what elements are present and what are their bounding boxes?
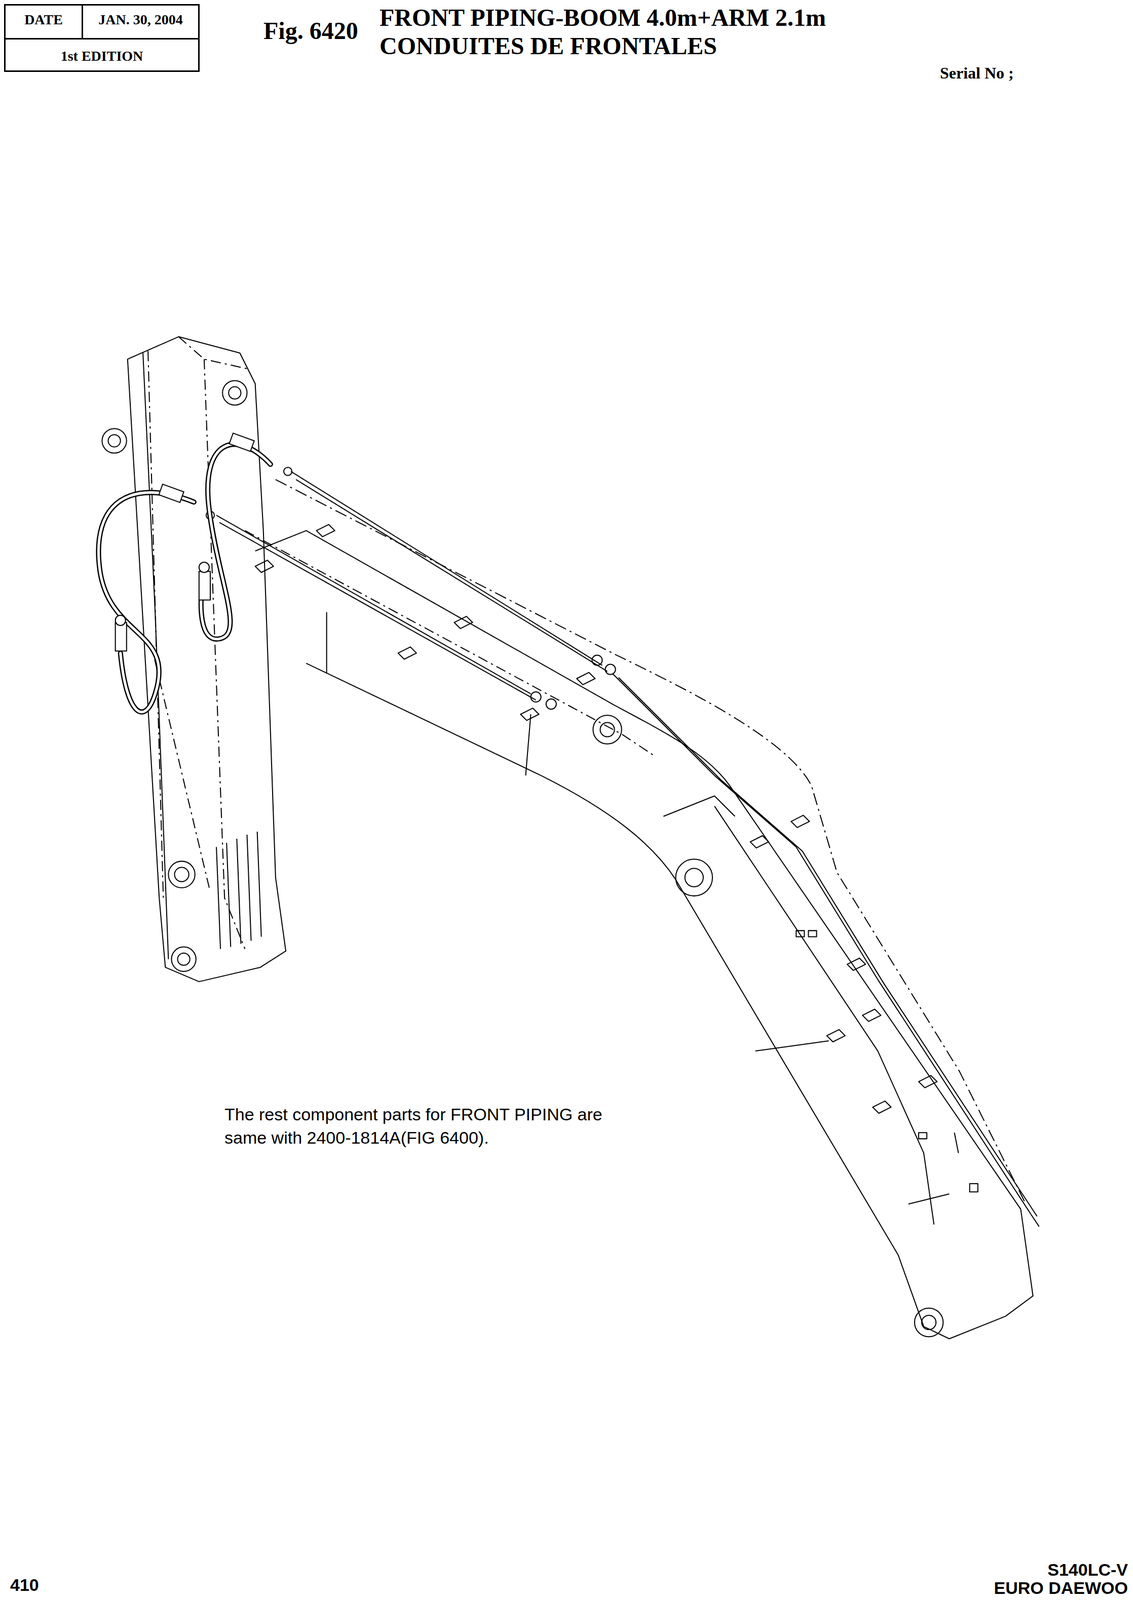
brand-name: EURO DAEWOO	[994, 1579, 1128, 1599]
table-rule	[5, 38, 199, 40]
date-edition-box: DATE JAN. 30, 2004 1st EDITION	[4, 4, 200, 72]
figure-number: Fig. 6420	[263, 18, 359, 44]
figure-title: FRONT PIPING-BOOM 4.0m+ARM 2.1m	[379, 5, 826, 31]
note-text: The rest component parts for FRONT PIPIN…	[224, 1103, 615, 1151]
model-name: S140LC-V	[1047, 1561, 1128, 1580]
date-cell: DATE	[24, 12, 63, 27]
date-cell: JAN. 30, 2004	[98, 12, 183, 27]
page-number: 410	[10, 1576, 40, 1596]
french-title: CONDUITES DE FRONTALES	[379, 33, 717, 59]
table-rule	[81, 5, 84, 39]
serial-number: Serial No ;	[939, 64, 1014, 83]
date-cell: 1st EDITION	[60, 49, 144, 64]
